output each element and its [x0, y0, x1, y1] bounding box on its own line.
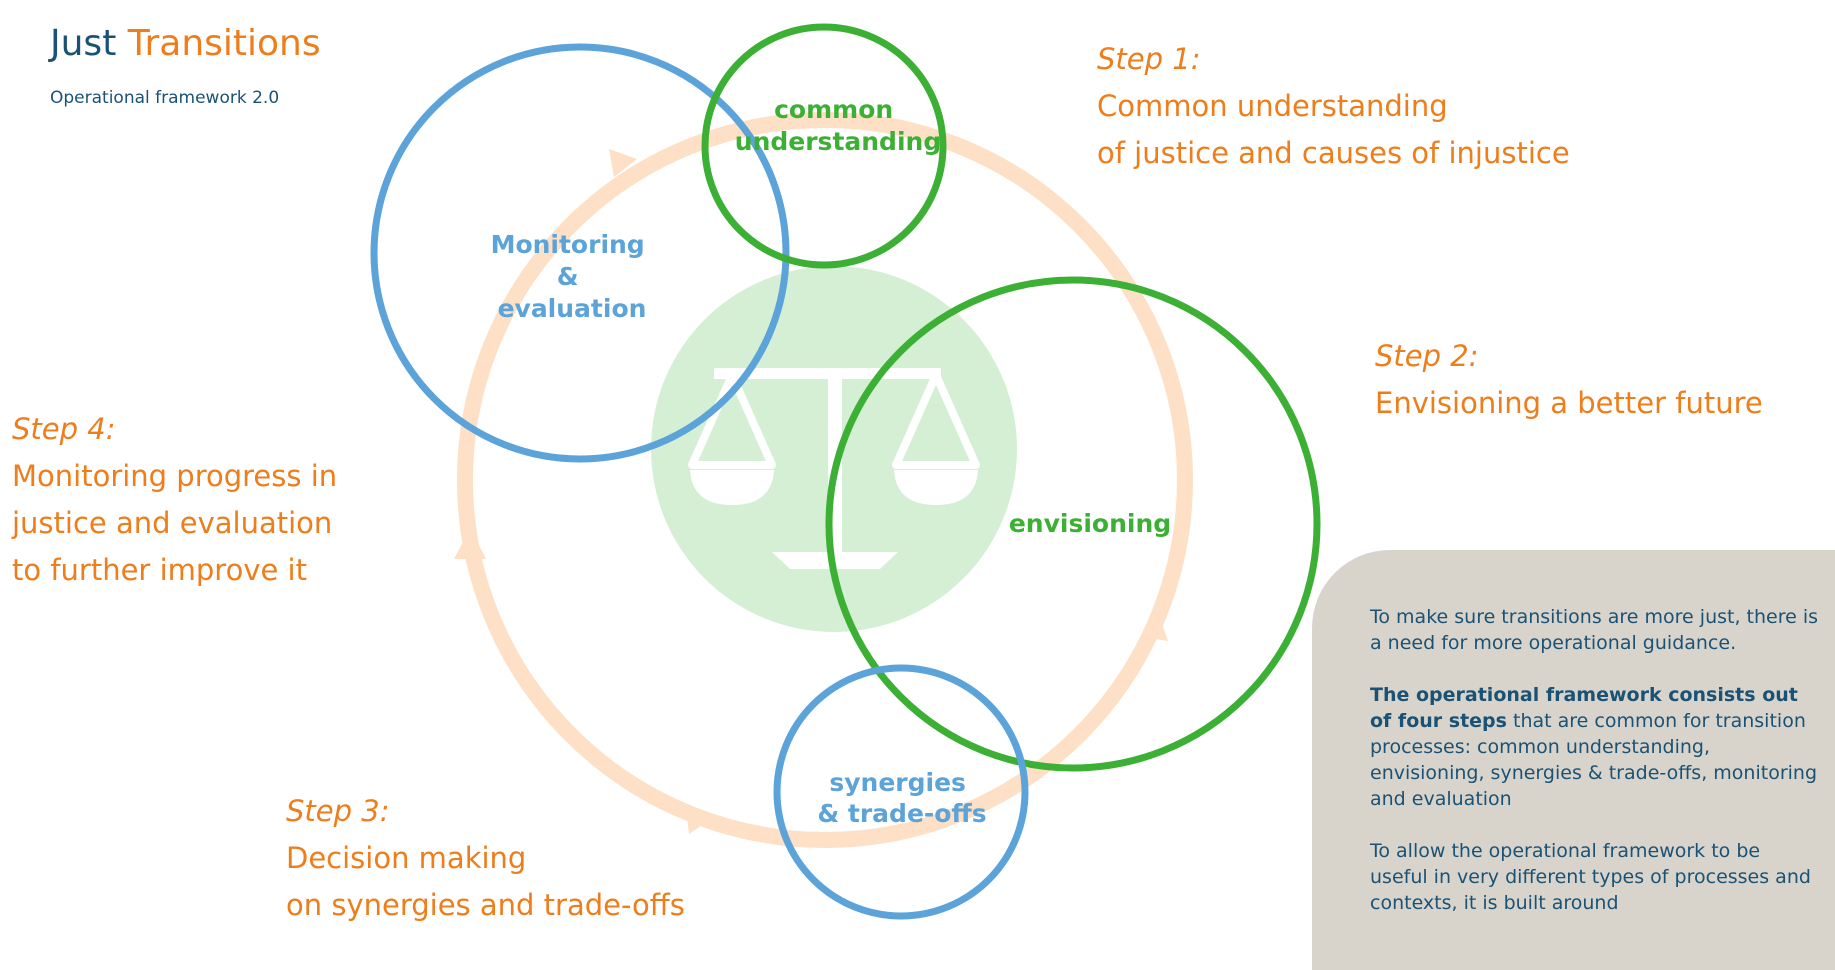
node-label-monitoring: Monitoring & evaluation: [491, 230, 654, 323]
info-box-text: To make sure transitions are more just, …: [1370, 604, 1820, 942]
synergies-circle: [773, 664, 1029, 920]
info-paragraph-3: To allow the operational framework to be…: [1370, 840, 1811, 914]
envisioning-circle: [825, 276, 1321, 772]
page-subtitle: Operational framework 2.0: [50, 88, 280, 108]
step-4-label: Step 4:: [12, 412, 116, 446]
node-label-envisioning: envisioning: [1009, 509, 1171, 538]
step-3-label: Step 3:: [286, 794, 390, 828]
node-label-synergies: synergies & trade-offs: [817, 768, 986, 828]
step-4-line-1: Monitoring progress in: [12, 459, 338, 493]
title-just: Just: [50, 23, 117, 64]
step-2-line-1: Envisioning a better future: [1375, 386, 1763, 420]
step-4-line-2: justice and evaluation: [12, 506, 333, 540]
cycle-arrow-left-icon: [454, 528, 486, 559]
step-1-label: Step 1:: [1097, 42, 1201, 76]
step-4: Step 4: Monitoring progress in justice a…: [12, 406, 337, 594]
step-1: Step 1: Common understanding of justice …: [1097, 36, 1570, 177]
step-1-line-2: of justice and causes of injustice: [1097, 136, 1570, 170]
step-2-label: Step 2:: [1375, 339, 1479, 373]
info-paragraph-2: The operational framework consists out o…: [1370, 682, 1820, 812]
info-paragraph-2-bold: The operational framework consists out o…: [1370, 684, 1798, 732]
step-2: Step 2: Envisioning a better future: [1375, 333, 1763, 427]
cycle-ring: [457, 112, 1193, 848]
step-4-line-3: to further improve it: [12, 553, 307, 587]
step-3-line-2: on synergies and trade-offs: [286, 888, 685, 922]
cycle-arrow-right-icon: [1143, 604, 1168, 641]
step-1-line-1: Common understanding: [1097, 89, 1448, 123]
monitoring-circle: [370, 43, 790, 463]
title-transitions: Transitions: [127, 23, 321, 64]
cycle-arrow-top-icon: [609, 149, 637, 177]
node-label-common: common understanding: [735, 95, 941, 156]
page-title: Just Transitions: [50, 22, 321, 65]
common-understanding-circle: [701, 23, 947, 269]
step-3: Step 3: Decision making on synergies and…: [286, 788, 685, 929]
scales-of-justice-icon: [688, 368, 980, 569]
info-paragraph-1: To make sure transitions are more just, …: [1370, 606, 1819, 654]
cycle-arrow-bottom-icon: [686, 808, 711, 834]
step-3-line-1: Decision making: [286, 841, 527, 875]
info-paragraph-2-rest: that are common for transition processes…: [1370, 710, 1818, 810]
framework-diagram: common understanding envisioning synergi…: [370, 23, 1321, 920]
info-box: [1312, 550, 1835, 970]
